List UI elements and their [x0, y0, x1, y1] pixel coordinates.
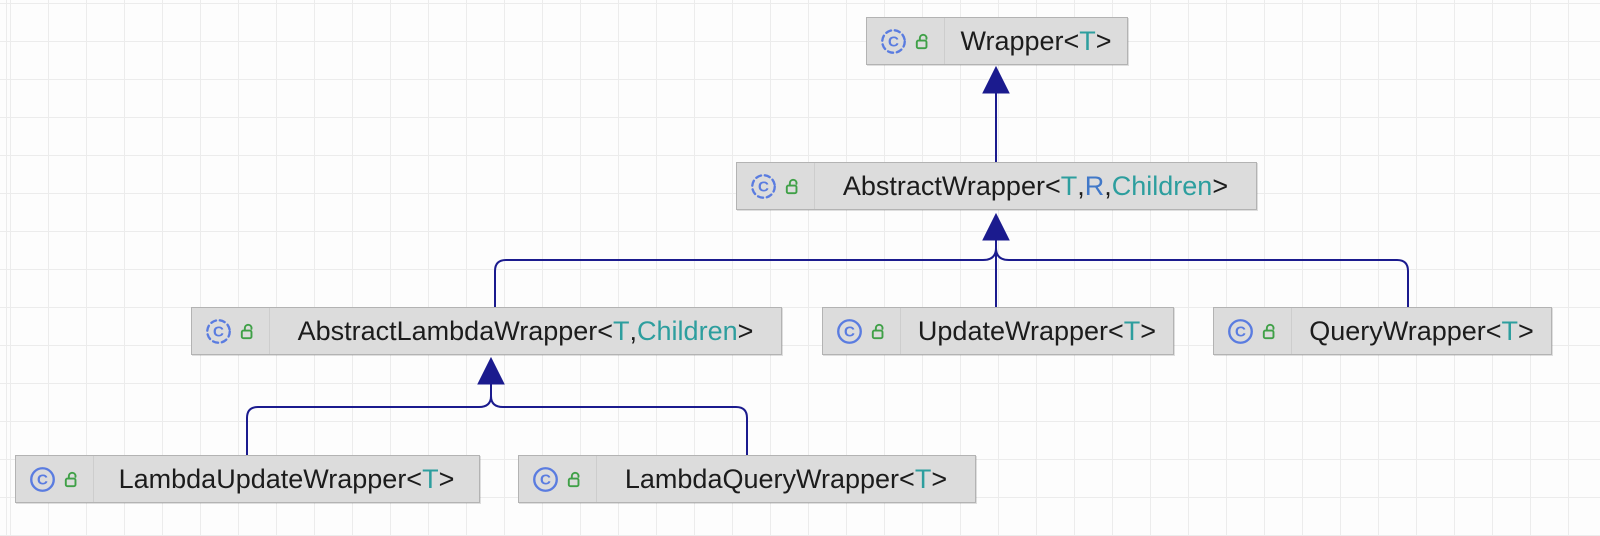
class-node-abstract-lambda-wrapper[interactable]: C AbstractLambdaWrapper<T, Children>: [191, 307, 782, 355]
svg-text:C: C: [758, 178, 769, 195]
node-icon-cell: C: [1214, 308, 1292, 354]
public-unlocked-icon: [785, 178, 798, 195]
class-name: AbstractWrapper<T, R, Children>: [842, 170, 1229, 201]
class-node-query-wrapper[interactable]: C QueryWrapper<T>: [1213, 307, 1552, 355]
class-name: QueryWrapper<T>: [1309, 315, 1534, 346]
abstract-class-icon: C: [881, 28, 906, 54]
class-name: LambdaUpdateWrapper<T>: [118, 463, 455, 494]
svg-text:C: C: [888, 33, 899, 50]
svg-text:C: C: [213, 323, 224, 340]
node-icon-cell: C: [737, 163, 815, 209]
class-node-lambda-update-wrapper[interactable]: C LambdaUpdateWrapper<T>: [15, 455, 480, 503]
node-icon-cell: C: [867, 18, 945, 64]
class-icon: C: [533, 466, 558, 492]
class-node-update-wrapper[interactable]: C UpdateWrapper<T>: [822, 307, 1174, 355]
public-unlocked-icon: [915, 33, 928, 50]
class-name: AbstractLambdaWrapper<T, Children>: [297, 315, 754, 346]
node-icon-cell: C: [16, 456, 94, 502]
class-name: UpdateWrapper<T>: [917, 315, 1157, 346]
svg-text:C: C: [37, 471, 48, 488]
class-icon: C: [1228, 318, 1253, 344]
class-node-abstract-wrapper[interactable]: C AbstractWrapper<T, R, Children>: [736, 162, 1257, 210]
svg-text:C: C: [1235, 323, 1246, 340]
class-icon: C: [30, 466, 55, 492]
abstract-class-icon: C: [206, 318, 231, 344]
class-node-wrapper[interactable]: C Wrapper<T>: [866, 17, 1128, 65]
public-unlocked-icon: [1262, 323, 1275, 340]
public-unlocked-icon: [64, 471, 77, 488]
public-unlocked-icon: [871, 323, 884, 340]
class-name: LambdaQueryWrapper<T>: [624, 463, 948, 494]
node-icon-cell: C: [519, 456, 597, 502]
class-node-lambda-query-wrapper[interactable]: C LambdaQueryWrapper<T>: [518, 455, 976, 503]
abstract-class-icon: C: [751, 173, 776, 199]
class-icon: C: [837, 318, 862, 344]
svg-text:C: C: [540, 471, 551, 488]
svg-text:C: C: [844, 323, 855, 340]
public-unlocked-icon: [240, 323, 253, 340]
class-name: Wrapper<T>: [960, 25, 1112, 56]
node-icon-cell: C: [823, 308, 901, 354]
public-unlocked-icon: [567, 471, 580, 488]
node-icon-cell: C: [192, 308, 270, 354]
